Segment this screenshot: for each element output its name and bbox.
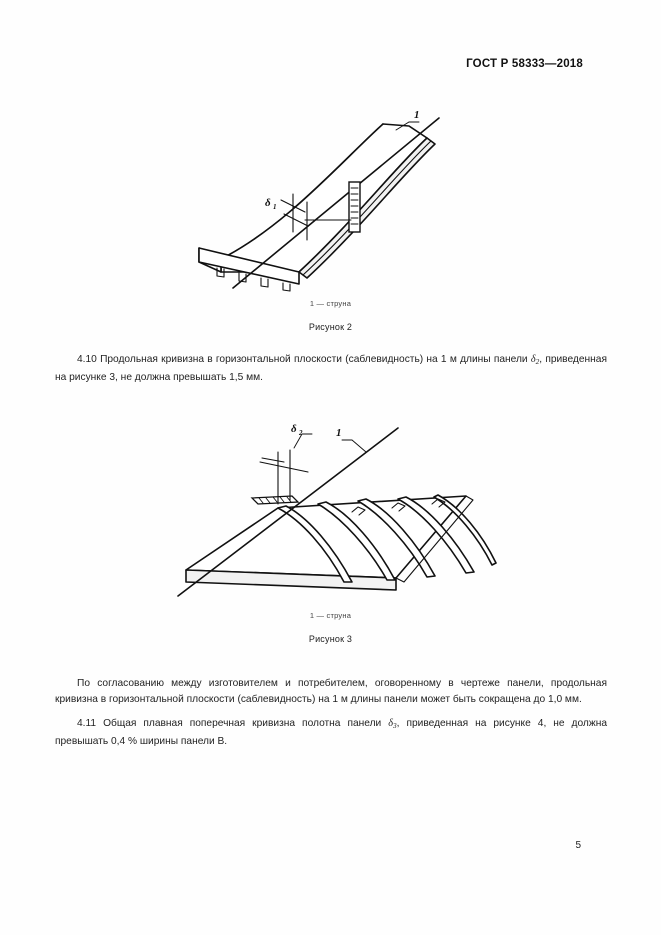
delta1-symbol: δ <box>265 197 271 209</box>
paragraph-4-11-text-a: Общая плавная поперечная кривизна полотн… <box>103 718 389 729</box>
figure-2-caption: Рисунок 2 <box>308 322 353 332</box>
figure-3-legend: 1 — струна <box>309 611 352 620</box>
paragraph-4-10: 4.10 Продольная кривизна в горизонтально… <box>55 352 607 386</box>
page-header-standard-number: ГОСТ Р 58333—2018 <box>466 58 583 70</box>
rib-top-notches <box>350 498 446 516</box>
paragraph-agreement-note: По согласованию между изготовителем и по… <box>55 676 607 708</box>
panel-right-edge-band <box>297 137 436 279</box>
delta2-subscript: 2 <box>298 429 303 437</box>
dimension-delta2-marks <box>258 449 309 505</box>
callout-1-leader <box>341 439 366 453</box>
callout-1-label: 1 <box>414 109 420 121</box>
paragraph-4-10-text-a: Продольная кривизна в горизонтальной пло… <box>100 354 531 365</box>
figure-2-legend: 1 — струна <box>309 299 352 308</box>
paragraph-4-11-subscript: 3 <box>392 720 397 730</box>
paragraph-agreement-note-text: По согласованию между изготовителем и по… <box>55 678 607 706</box>
string-line <box>231 117 440 289</box>
paragraph-4-10-text-b: , приведенная на рисунке 3, не должна пр… <box>55 354 607 384</box>
panel-far-edge <box>394 495 474 583</box>
panel-base-front-edge <box>184 569 397 591</box>
dimension-delta1-marks <box>279 193 352 241</box>
figure-2-drawing: 1 <box>197 109 440 292</box>
figure-3-drawing: 1 δ 2 <box>176 423 497 597</box>
paragraph-4-11-symbol: δ <box>388 718 393 729</box>
paragraph-4-10-subscript: 2 <box>535 356 540 366</box>
paragraph-4-10-symbol: δ <box>530 354 536 365</box>
delta2-symbol: δ <box>291 423 297 435</box>
page-number: 5 <box>575 840 581 851</box>
callout-1-label: 1 <box>336 427 342 439</box>
delta1-subscript: 1 <box>273 203 277 211</box>
panel-near-end-strip <box>197 247 300 285</box>
paragraph-4-11: 4.11 Общая плавная поперечная кривизна п… <box>55 716 607 750</box>
figure-3-block: 1 δ 2 <box>0 400 661 644</box>
measuring-ruler <box>250 495 299 505</box>
paragraph-4-10-number: 4.10 <box>77 354 97 365</box>
panel-edge-curve-line <box>301 140 432 276</box>
callout-1-leader <box>395 121 419 131</box>
figure-3-caption: Рисунок 3 <box>308 634 353 644</box>
figure-2-block: 1 <box>0 96 661 332</box>
paragraph-4-11-number: 4.11 <box>77 718 97 729</box>
delta2-leader <box>293 433 312 449</box>
measuring-ruler <box>347 181 361 233</box>
paragraph-4-11-text-b: , приведенная на рисунке 4, не должна пр… <box>55 718 607 748</box>
panel-ribs <box>276 494 497 583</box>
string-line <box>176 427 399 597</box>
